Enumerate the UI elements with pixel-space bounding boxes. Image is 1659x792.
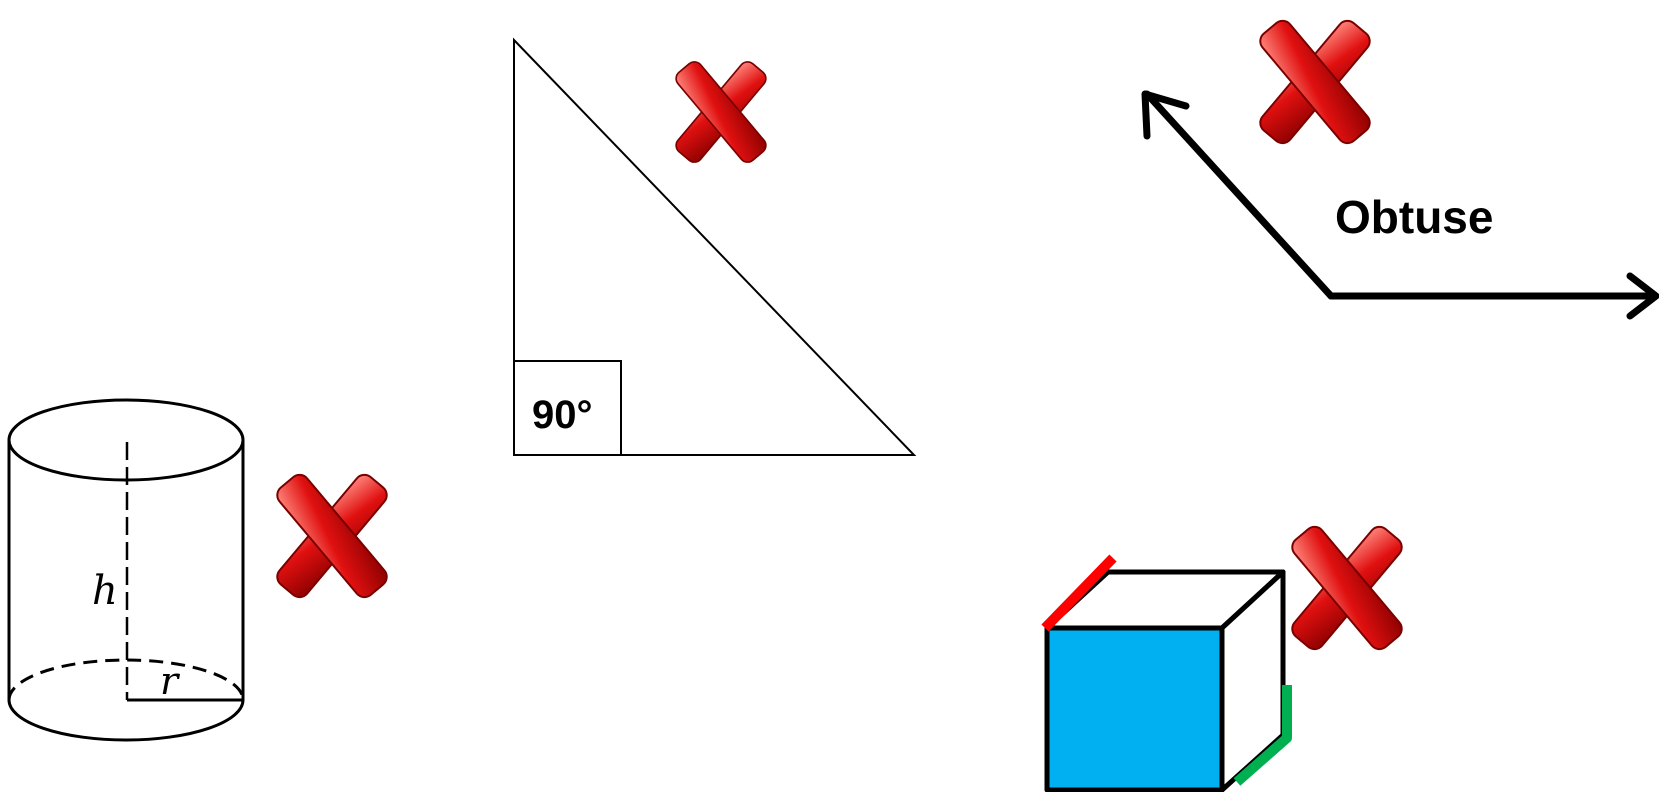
red-x-icon bbox=[272, 469, 392, 603]
obtuse-angle bbox=[1141, 90, 1659, 320]
red-x-icon bbox=[671, 57, 771, 167]
cube-front-face bbox=[1044, 625, 1225, 792]
cube-edge-highlight-red bbox=[1041, 554, 1117, 632]
arrowhead-icon bbox=[1626, 272, 1659, 320]
arrowhead-icon bbox=[1141, 90, 1190, 140]
angle-ray-up bbox=[1143, 90, 1335, 300]
cylinder-bottom-front bbox=[7, 699, 245, 742]
cylinder bbox=[7, 398, 245, 742]
triangle-outline bbox=[513, 37, 917, 456]
cube-edge-highlight-green bbox=[1233, 685, 1292, 786]
cylinder-radius-label: r bbox=[160, 659, 181, 703]
red-x-icon bbox=[1287, 521, 1407, 655]
right-angle-label: 90° bbox=[532, 393, 593, 437]
cube bbox=[1044, 569, 1286, 792]
cylinder-bottom-back bbox=[7, 658, 245, 701]
cylinder-height-label: h bbox=[92, 568, 118, 614]
obtuse-angle-label: Obtuse bbox=[1335, 191, 1493, 243]
right-triangle bbox=[513, 37, 917, 456]
right-angle-box bbox=[513, 360, 622, 456]
red-x-icon bbox=[1255, 15, 1375, 149]
